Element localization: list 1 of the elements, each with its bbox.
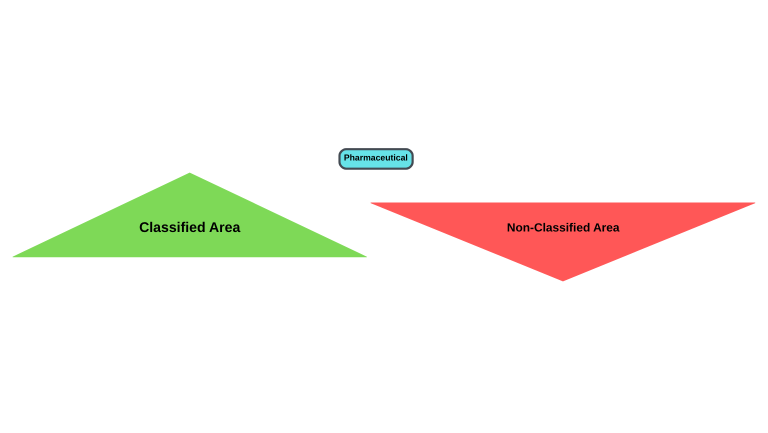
node-box: Pharmaceutical: [338, 148, 414, 170]
